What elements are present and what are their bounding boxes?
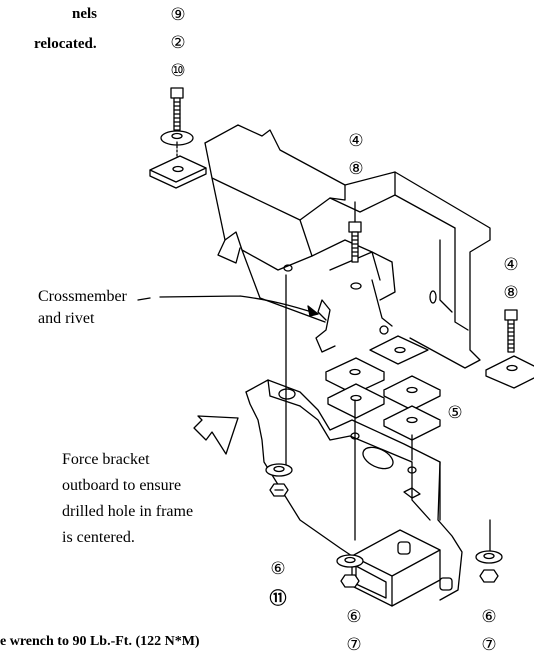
bolt-middle bbox=[348, 201, 362, 263]
callout-11: ⑪ bbox=[269, 589, 287, 609]
force-label-1: Force bracket bbox=[62, 451, 150, 468]
force-label-2: outboard to ensure bbox=[62, 477, 182, 494]
spacer-plates bbox=[325, 335, 441, 441]
hitch-bracket bbox=[245, 379, 463, 601]
callout-10: ⑩ bbox=[170, 61, 186, 81]
callout-8-right: ⑧ bbox=[503, 283, 519, 303]
bolt-right bbox=[485, 309, 534, 389]
force-arrow bbox=[193, 415, 239, 455]
receiver-tube bbox=[351, 529, 453, 607]
force-label-4: is centered. bbox=[62, 529, 135, 546]
crossmember-label-2: and rivet bbox=[38, 310, 95, 327]
callout-5: ⑤ bbox=[447, 403, 463, 423]
callout-6-left: ⑥ bbox=[270, 559, 286, 579]
callout-7-middle: ⑦ bbox=[346, 635, 362, 655]
note-line-2: relocated. bbox=[34, 36, 97, 52]
nut-left bbox=[265, 463, 293, 497]
crossmember-leader bbox=[137, 295, 319, 317]
callout-2: ② bbox=[170, 33, 186, 53]
note-line-1: nels bbox=[72, 6, 98, 22]
callout-7-right: ⑦ bbox=[481, 635, 497, 655]
force-label-3: drilled hole in frame bbox=[62, 503, 194, 520]
callout-6-middle: ⑥ bbox=[346, 607, 362, 627]
alignment-lines bbox=[285, 274, 491, 556]
torque-note: e wrench to 90 Lb.-Ft. (122 N*M) bbox=[0, 634, 200, 649]
callout-4-middle: ④ bbox=[348, 131, 364, 151]
callout-8-middle: ⑧ bbox=[348, 159, 364, 179]
nut-middle bbox=[336, 554, 364, 588]
nut-right bbox=[475, 550, 503, 583]
callout-4-right: ④ bbox=[503, 255, 519, 275]
bolt-left bbox=[149, 87, 207, 189]
callout-6-right: ⑥ bbox=[481, 607, 497, 627]
crossmember-label-1: Crossmember bbox=[38, 288, 127, 305]
callout-9: ⑨ bbox=[170, 5, 186, 25]
